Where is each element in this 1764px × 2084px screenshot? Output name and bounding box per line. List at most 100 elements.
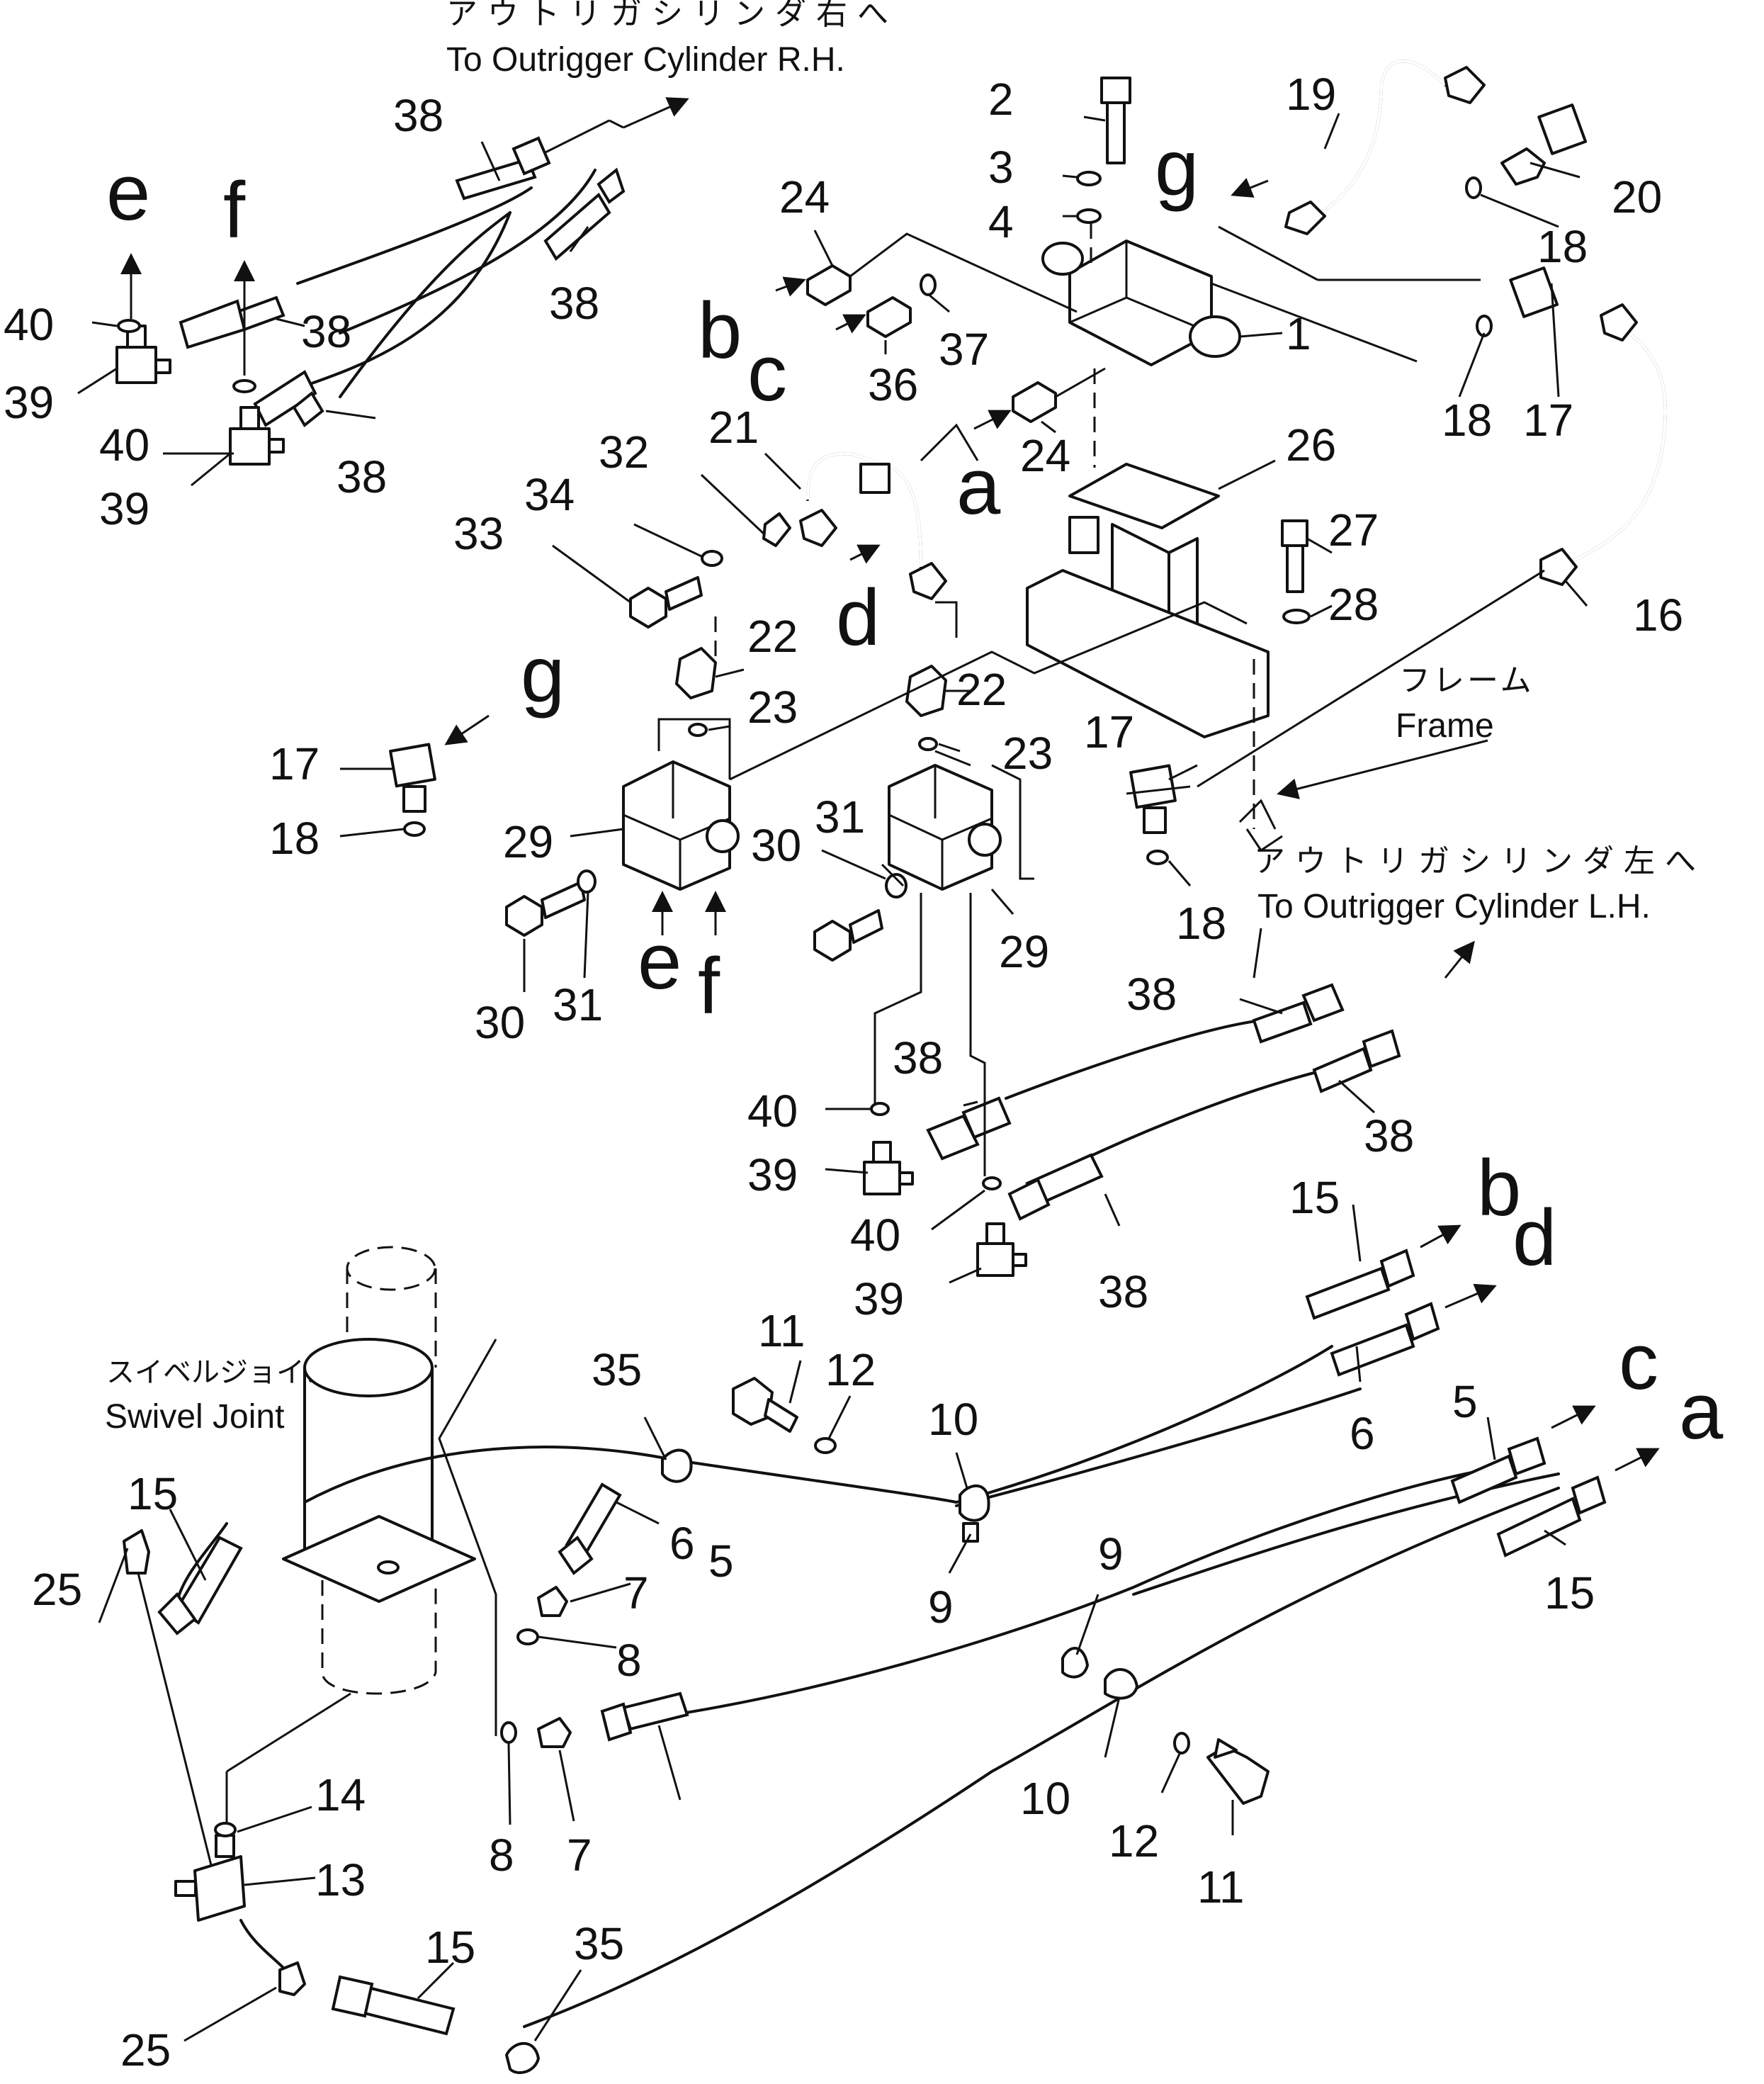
label-11b: 11 (1197, 1861, 1244, 1913)
label-24a: 24 (779, 171, 830, 223)
caption-frame: フレーム Frame (1396, 663, 1534, 745)
label-23b: 23 (1002, 728, 1053, 779)
label-35a: 35 (592, 1344, 642, 1395)
label-30a: 30 (751, 820, 801, 871)
caption-rh-jp: アウトリガシリンダ右へ (446, 0, 898, 32)
caption-lh-en: To Outrigger Cylinder L.H. (1257, 888, 1651, 925)
letter-g-left: g (521, 630, 565, 719)
letter-d-bottom: d (1513, 1193, 1556, 1282)
letter-b-bottom: b (1477, 1144, 1521, 1232)
label-32: 32 (599, 427, 649, 478)
label-28: 28 (1328, 579, 1379, 630)
letter-a-bottom: a (1679, 1367, 1724, 1455)
valve-block-29-right (888, 764, 1002, 891)
elbows-39-upper (115, 319, 285, 466)
label-25a: 25 (32, 1564, 82, 1615)
label-19: 19 (1286, 69, 1336, 120)
hose-5-lower (500, 1691, 689, 1748)
bolt-33 (629, 550, 723, 629)
letter-f-bottom: f (698, 942, 720, 1030)
label-12b: 12 (1109, 1815, 1159, 1866)
fittings-22-23 (675, 616, 947, 751)
letter-a-top: a (956, 442, 1001, 531)
swivel-lower-fittings (123, 1529, 456, 2036)
label-12a: 12 (825, 1344, 876, 1395)
label-38c: 38 (301, 306, 351, 357)
label-13: 13 (315, 1854, 366, 1905)
label-38d: 38 (337, 451, 387, 502)
label-8a: 8 (616, 1635, 642, 1686)
label-4: 4 (988, 196, 1014, 247)
swivel-joint (282, 1246, 497, 1736)
label-10b: 10 (1020, 1773, 1070, 1824)
hoses-38-lower-right (926, 983, 1401, 1221)
part-number-labels: 1 2 3 4 5 5 6 6 7 7 8 8 9 9 10 10 11 11 … (4, 69, 1683, 2075)
label-39b: 39 (99, 483, 149, 534)
label-29a: 29 (503, 816, 553, 867)
label-35b: 35 (574, 1918, 624, 1969)
label-37: 37 (939, 324, 989, 375)
control-valve-assembly (1026, 240, 1270, 829)
label-38g: 38 (1364, 1110, 1414, 1161)
label-5b: 5 (1452, 1376, 1478, 1427)
label-38b: 38 (549, 278, 599, 329)
letter-d-top: d (836, 573, 880, 662)
main-hose-runs (176, 1345, 1560, 2028)
label-15a: 15 (128, 1468, 178, 1519)
label-18a: 18 (1537, 221, 1588, 272)
caption-rh-en: To Outrigger Cylinder R.H. (446, 41, 845, 79)
bolts-11 (732, 1377, 1270, 1805)
label-39c: 39 (747, 1149, 798, 1200)
label-5a: 5 (708, 1536, 734, 1587)
label-38f: 38 (893, 1032, 943, 1083)
connection-letters: a a b b c c d d e e f f g g (106, 123, 1724, 1455)
label-20: 20 (1612, 171, 1662, 223)
label-6a: 6 (669, 1518, 695, 1569)
label-22b: 22 (956, 664, 1007, 715)
label-17b: 17 (269, 738, 320, 789)
label-24b: 24 (1020, 430, 1070, 481)
label-15d: 15 (425, 1922, 475, 1973)
guide-lines (545, 119, 1283, 979)
label-10a: 10 (928, 1394, 978, 1445)
label-7a: 7 (623, 1567, 649, 1618)
label-40b: 40 (99, 419, 149, 471)
fittings-24-36 (806, 232, 1106, 423)
pipe-19 (1284, 60, 1588, 235)
caption-frame-jp: フレーム (1399, 663, 1534, 699)
label-9a: 9 (928, 1582, 954, 1633)
label-6b: 6 (1350, 1408, 1375, 1459)
label-18c: 18 (269, 813, 320, 864)
label-21: 21 (708, 402, 759, 453)
letter-c-top: c (747, 329, 787, 417)
label-7b: 7 (567, 1830, 592, 1881)
label-18d: 18 (1176, 898, 1226, 949)
elbows-39-lower (863, 893, 1027, 1277)
letter-e-top: e (106, 148, 150, 237)
label-30b: 30 (475, 997, 525, 1048)
leader-lines (77, 113, 1588, 2042)
label-31b: 31 (553, 979, 603, 1030)
label-18b: 18 (1442, 395, 1492, 446)
label-38e: 38 (1126, 969, 1177, 1020)
label-29b: 29 (999, 926, 1049, 977)
elbow-17-left (389, 743, 436, 837)
pipe-16 (1197, 225, 1668, 788)
label-1: 1 (1286, 308, 1311, 359)
label-11a: 11 (758, 1305, 805, 1356)
flow-arrows (120, 97, 1660, 1472)
label-17a: 17 (1523, 395, 1573, 446)
label-26: 26 (1286, 419, 1336, 471)
letter-b-top: b (698, 286, 742, 375)
bolts-30 (505, 869, 908, 962)
label-40a: 40 (4, 299, 54, 350)
caption-lh-jp: アウトリガシリンダ左へ (1254, 843, 1706, 879)
caption-outrigger-rh: アウトリガシリンダ右へ To Outrigger Cylinder R.H. (446, 0, 898, 79)
label-36: 36 (868, 359, 918, 410)
label-15c: 15 (1544, 1567, 1595, 1618)
label-40c: 40 (747, 1086, 798, 1137)
label-23a: 23 (747, 682, 798, 733)
label-15b: 15 (1289, 1172, 1340, 1223)
label-22a: 22 (747, 611, 798, 662)
caption-swivel-en: Swivel Joint (105, 1398, 284, 1436)
